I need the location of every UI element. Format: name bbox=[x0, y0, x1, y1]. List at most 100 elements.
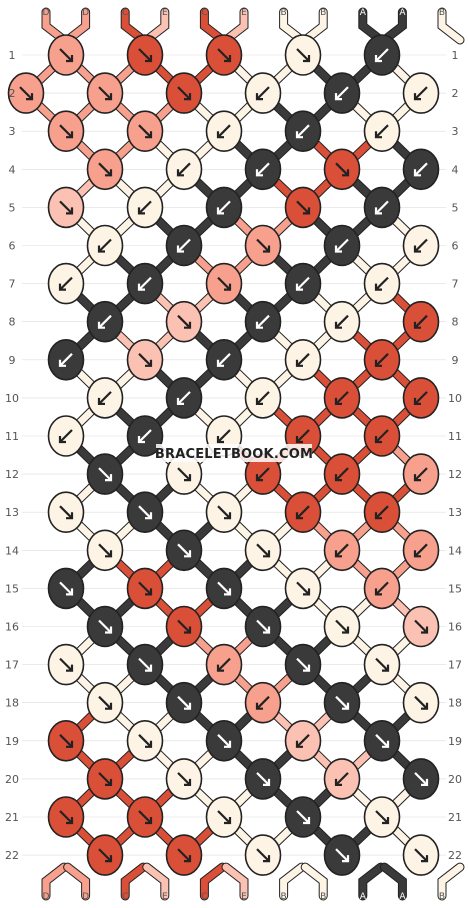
knot bbox=[323, 300, 361, 343]
arrow-down-left-icon bbox=[256, 162, 270, 177]
knot bbox=[402, 453, 440, 495]
arrow-down-right-icon bbox=[98, 772, 112, 786]
strand-end-top: A bbox=[358, 7, 386, 45]
knot bbox=[244, 148, 282, 191]
arrow-down-left-icon bbox=[98, 391, 112, 405]
knot bbox=[284, 567, 322, 610]
arrow-down-right-icon bbox=[59, 124, 73, 138]
knot bbox=[86, 758, 124, 800]
knot bbox=[244, 300, 282, 343]
arrow-down-left-icon bbox=[256, 467, 270, 481]
knot bbox=[126, 338, 164, 381]
knot bbox=[205, 110, 243, 152]
watermark-backdrop bbox=[156, 444, 312, 462]
strand-letter-bottom: B bbox=[439, 892, 445, 902]
arrow-down-right-icon bbox=[59, 505, 73, 519]
knot bbox=[323, 681, 361, 724]
arrow-down-right-icon bbox=[296, 581, 310, 596]
knot bbox=[205, 643, 243, 686]
arrow-down-right-icon bbox=[19, 86, 33, 100]
knot bbox=[165, 529, 203, 572]
knot bbox=[126, 567, 164, 610]
strand-end-top: C bbox=[120, 7, 148, 45]
arrow-down-left-icon bbox=[414, 467, 428, 481]
knot bbox=[86, 377, 124, 419]
strand-letter-bottom: E bbox=[241, 892, 247, 902]
strand-letter-top: E bbox=[162, 8, 168, 18]
strand-end-bottom: C bbox=[199, 862, 227, 902]
knot bbox=[126, 643, 164, 686]
strand-end-bottom: E bbox=[142, 862, 170, 902]
strand-letter-bottom: C bbox=[201, 892, 207, 902]
arrow-down-right-icon bbox=[256, 238, 270, 253]
knot bbox=[126, 415, 164, 457]
row-label-left: 7 bbox=[9, 278, 16, 291]
knot bbox=[363, 338, 401, 381]
knot bbox=[363, 110, 401, 152]
strand-end-bottom: E bbox=[221, 862, 249, 902]
strand-letter-bottom: B bbox=[281, 892, 287, 902]
knot bbox=[205, 338, 243, 381]
arrow-down-left-icon bbox=[335, 772, 349, 786]
arrow-down-left-icon bbox=[414, 543, 428, 558]
arrow-down-left-icon bbox=[256, 86, 270, 100]
arrow-down-right-icon bbox=[414, 848, 428, 862]
knot bbox=[47, 262, 85, 305]
arrow-down-right-icon bbox=[217, 810, 231, 824]
row-label-right: 16 bbox=[448, 621, 462, 634]
arrow-down-left-icon bbox=[296, 353, 310, 367]
knot bbox=[284, 643, 322, 686]
row-label-left: 13 bbox=[5, 506, 19, 519]
strand-end-bottom: D bbox=[41, 862, 69, 902]
knot bbox=[402, 834, 440, 876]
knot bbox=[363, 643, 401, 686]
row-label-left: 10 bbox=[5, 392, 19, 405]
row-label-left: 16 bbox=[5, 621, 19, 634]
strand-letter-top: D bbox=[82, 8, 89, 18]
arrow-down-left-icon bbox=[335, 86, 349, 100]
arrow-down-left-icon bbox=[256, 314, 270, 329]
knot bbox=[323, 529, 361, 572]
knot bbox=[86, 148, 124, 191]
arrow-down-right-icon bbox=[177, 772, 191, 786]
knot bbox=[126, 110, 164, 152]
arrow-down-right-icon bbox=[138, 657, 152, 672]
strand-end-bottom: D bbox=[63, 862, 91, 902]
row-label-left: 22 bbox=[5, 849, 19, 862]
knot bbox=[126, 262, 164, 305]
arrow-down-right-icon bbox=[177, 467, 191, 481]
row-label-right: 17 bbox=[448, 659, 462, 672]
arrow-down-right-icon bbox=[217, 276, 231, 291]
row-label-left: 8 bbox=[9, 316, 16, 329]
strand-end-bottom: C bbox=[120, 862, 148, 902]
row-label-left: 2 bbox=[9, 87, 16, 100]
arrow-down-left-icon bbox=[414, 238, 428, 253]
row-label-left: 6 bbox=[9, 240, 16, 253]
strand-end-bottom: A bbox=[379, 862, 407, 902]
row-label-right: 5 bbox=[452, 201, 459, 214]
row-label-left: 17 bbox=[5, 659, 19, 672]
knot bbox=[284, 338, 322, 381]
knot bbox=[86, 453, 124, 495]
row-label-right: 10 bbox=[448, 392, 462, 405]
arrow-down-left-icon bbox=[375, 124, 389, 138]
arrow-down-right-icon bbox=[217, 48, 231, 62]
knot bbox=[165, 758, 203, 800]
strand-end-top: A bbox=[379, 7, 407, 45]
strand-end-bottom: A bbox=[358, 862, 386, 902]
arrow-down-left-icon bbox=[98, 238, 112, 253]
knot bbox=[323, 72, 361, 114]
arrow-down-left-icon bbox=[414, 162, 428, 177]
arrow-down-right-icon bbox=[375, 734, 389, 748]
strand-letter-top: C bbox=[201, 8, 207, 18]
knot bbox=[402, 681, 440, 724]
arrow-down-left-icon bbox=[335, 467, 349, 481]
knot bbox=[47, 796, 85, 838]
arrow-down-left-icon bbox=[98, 314, 112, 329]
knot bbox=[363, 796, 401, 838]
arrow-down-left-icon bbox=[335, 238, 349, 253]
strand-letter-top: D bbox=[43, 8, 50, 18]
